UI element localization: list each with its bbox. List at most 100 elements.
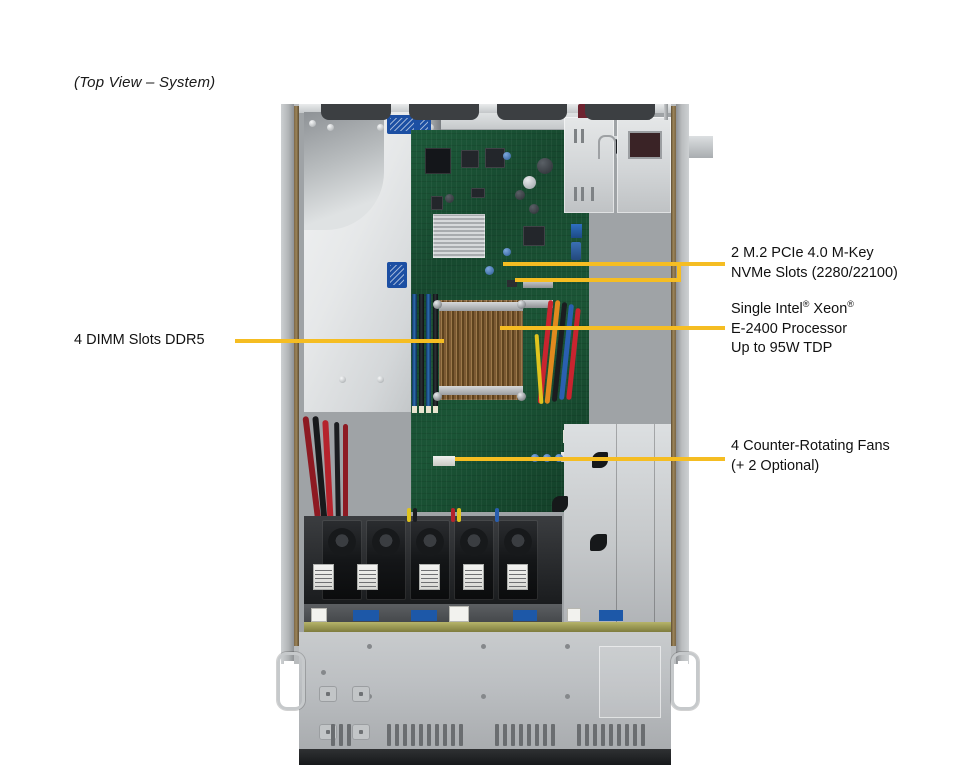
vent-slot bbox=[593, 724, 597, 746]
ic-chip bbox=[431, 196, 443, 210]
ic-chip bbox=[485, 148, 505, 168]
leader-cpu bbox=[500, 326, 725, 330]
rear-rail bbox=[299, 104, 671, 113]
vent-slot bbox=[527, 724, 531, 746]
cooling-fan-wall bbox=[304, 516, 562, 604]
psu-handle-loop bbox=[598, 135, 616, 159]
vent-slot bbox=[411, 724, 415, 746]
psu-handle bbox=[578, 104, 588, 118]
backplane-power-connector bbox=[567, 608, 581, 622]
leader-dimm bbox=[235, 339, 444, 343]
vent-slot bbox=[403, 724, 407, 746]
vent-slot bbox=[387, 724, 391, 746]
vent-slot bbox=[609, 724, 613, 746]
backplane-pcb bbox=[304, 622, 671, 632]
m2-socket-upper bbox=[523, 280, 553, 288]
vent-slot bbox=[503, 724, 507, 746]
leader-m2-bracket bbox=[677, 262, 681, 282]
fan-cable bbox=[451, 508, 455, 522]
bmc-chip bbox=[425, 148, 451, 174]
panel-screw bbox=[367, 644, 372, 649]
fan-cable bbox=[457, 508, 461, 522]
psu-vent bbox=[574, 129, 577, 143]
cpu-family: Xeon bbox=[809, 301, 848, 317]
server-top-view-image bbox=[277, 104, 713, 765]
mount-pad bbox=[352, 686, 370, 702]
fan-cable bbox=[413, 508, 417, 522]
dimm-slots bbox=[412, 294, 438, 413]
heatsink-screw bbox=[517, 300, 526, 309]
backplane-power-connector bbox=[311, 608, 327, 622]
psu-vent bbox=[574, 187, 577, 201]
dimm-callout: 4 DIMM Slots DDR5 bbox=[74, 331, 205, 351]
cpu-brand: Single Intel bbox=[731, 301, 803, 317]
vent-slot bbox=[633, 724, 637, 746]
fan-label bbox=[313, 564, 334, 590]
fan-label bbox=[357, 564, 378, 590]
psu-latch-rod bbox=[664, 104, 668, 120]
vent-slot bbox=[601, 724, 605, 746]
vent-slot bbox=[435, 724, 439, 746]
ic-chip bbox=[461, 150, 479, 168]
psu-vent bbox=[591, 187, 594, 201]
vent-slot bbox=[459, 724, 463, 746]
dimm-callout-line1: 4 DIMM Slots DDR5 bbox=[74, 332, 205, 348]
dimm-slot bbox=[433, 294, 438, 413]
standoff-hole bbox=[515, 190, 525, 200]
panel-screw bbox=[481, 644, 486, 649]
cable-bundle bbox=[343, 424, 348, 520]
front-panel bbox=[299, 632, 671, 749]
ic-chip bbox=[471, 188, 485, 198]
vga-port bbox=[571, 242, 581, 260]
vent-slot bbox=[395, 724, 399, 746]
mount-pad bbox=[319, 686, 337, 702]
shroud-screw bbox=[327, 124, 334, 131]
rack-ear-handle-left bbox=[277, 652, 305, 710]
vent-slot bbox=[347, 724, 351, 746]
cmos-battery bbox=[523, 176, 536, 189]
vent-slot bbox=[511, 724, 515, 746]
panel-screw bbox=[481, 694, 486, 699]
fan-cable bbox=[495, 508, 499, 522]
m2-callout-line2: NVMe Slots (2280/22100) bbox=[731, 264, 898, 281]
cpu-callout-line1: Single Intel® Xeon® bbox=[731, 300, 854, 320]
power-supply-bay bbox=[564, 104, 671, 423]
backplane-connector bbox=[411, 610, 437, 621]
rack-ear-handle-right bbox=[671, 652, 699, 710]
supermicro-blue-label bbox=[387, 115, 417, 134]
pch-chip bbox=[523, 226, 545, 246]
front-bezel-bump bbox=[497, 104, 567, 120]
psu-module-left bbox=[564, 117, 614, 213]
standoff-hole bbox=[445, 194, 454, 203]
shroud-screw bbox=[377, 376, 384, 383]
vent-slot bbox=[519, 724, 523, 746]
capacitor bbox=[537, 158, 553, 174]
shroud-screw bbox=[377, 124, 384, 131]
vent-slot bbox=[543, 724, 547, 746]
panel-screw bbox=[321, 670, 326, 675]
capacitor bbox=[503, 248, 511, 256]
m2-socket-lower bbox=[523, 300, 553, 308]
backplane-connector bbox=[599, 610, 623, 621]
psu-window bbox=[628, 131, 662, 159]
vent-slot bbox=[585, 724, 589, 746]
view-caption: (Top View – System) bbox=[74, 74, 216, 91]
rear-inner-panel bbox=[552, 424, 671, 624]
fan-module bbox=[454, 520, 494, 600]
m2-slots-callout: 2 M.2 PCIe 4.0 M-Key NVMe Slots (2280/22… bbox=[731, 244, 898, 283]
heatsink-bar bbox=[439, 386, 523, 395]
fans-callout: 4 Counter-Rotating Fans (+ 2 Optional) bbox=[731, 437, 890, 476]
psu-vent bbox=[581, 129, 584, 143]
vent-slot bbox=[339, 724, 343, 746]
vent-slot bbox=[535, 724, 539, 746]
cpu-callout-line2: E-2400 Processor bbox=[731, 320, 848, 337]
backplane-power-connector bbox=[449, 606, 469, 622]
chassis-left-edge bbox=[294, 106, 299, 646]
vent-slot bbox=[625, 724, 629, 746]
standoff-hole bbox=[529, 204, 539, 214]
vent-slot bbox=[641, 724, 645, 746]
cpu-heatsink bbox=[439, 300, 523, 400]
panel-seam bbox=[616, 424, 617, 624]
leader-fans bbox=[455, 457, 725, 461]
heatsink-bar bbox=[439, 302, 523, 311]
